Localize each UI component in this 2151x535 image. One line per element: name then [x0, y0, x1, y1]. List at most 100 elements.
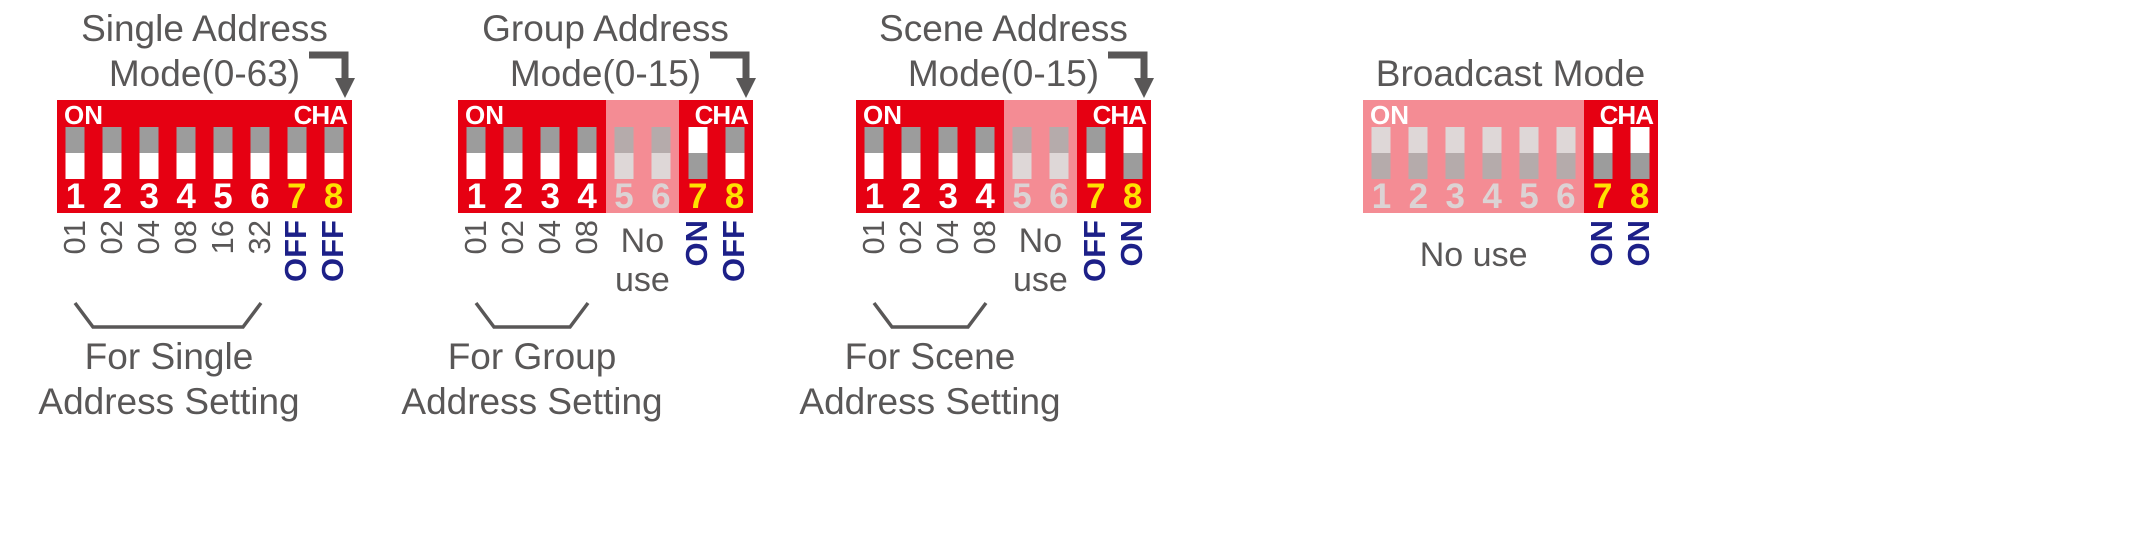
arrow-to-cha-icon — [1108, 51, 1154, 98]
caption-line: For Group — [447, 336, 617, 377]
switch-track — [614, 127, 634, 179]
switch-number-label: 4 — [1482, 177, 1502, 216]
no-use-label-line: No — [620, 222, 665, 260]
channel-7-state-label-text: OFF — [1077, 220, 1113, 282]
binary-weight-label: 08 — [168, 220, 205, 300]
switch-track — [938, 127, 958, 179]
binary-weight-label-text: 02 — [94, 220, 130, 255]
dip-switch-7: 7 — [679, 100, 716, 214]
switch-track — [213, 127, 233, 179]
channel-8-state-label-text: OFF — [315, 220, 351, 282]
switch-track — [324, 127, 344, 179]
dip-switch-7: 7 — [278, 100, 315, 214]
switch-handle — [1086, 153, 1106, 179]
grouping-bracket — [872, 301, 988, 329]
panel-title-line: Mode(0-15) — [907, 53, 1100, 94]
channel-8-state-label: OFF — [716, 220, 753, 300]
binary-weight-label: 01 — [57, 220, 94, 300]
binary-weight-label: 16 — [205, 220, 242, 300]
arrow-to-cha-icon — [710, 51, 756, 98]
channel-7-state-label: ON — [679, 220, 716, 300]
dip-switch-2: 2 — [495, 100, 532, 214]
switch-number-label: 6 — [651, 177, 671, 216]
switch-number-label: 3 — [1445, 177, 1465, 216]
switch-track — [688, 127, 708, 179]
grouping-bracket — [73, 301, 263, 329]
switch-handle — [213, 153, 233, 179]
panel-title-line: Single Address — [81, 8, 328, 49]
switch-number-label: 1 — [1371, 177, 1392, 216]
switch-number-label: 7 — [1592, 177, 1613, 216]
switch-number-label: 6 — [1049, 177, 1069, 216]
switch-number-label: 8 — [323, 177, 344, 216]
panel-title: Scene Address Mode(0-15) — [786, 6, 1221, 96]
dip-switch-2: 2 — [94, 100, 131, 216]
panel-title-line: Broadcast Mode — [1375, 53, 1646, 94]
channel-7-state-label: OFF — [278, 220, 315, 300]
grouping-bracket — [474, 301, 590, 329]
dip-cha-label: CHA — [293, 100, 348, 130]
binary-weight-label-text: 01 — [57, 220, 93, 255]
switch-number-label: 3 — [139, 177, 159, 216]
dip-switch-1: 1 — [458, 100, 495, 214]
switch-number-label: 2 — [102, 177, 123, 216]
arrow-shaft — [309, 51, 349, 80]
dip-on-label: ON — [1370, 100, 1409, 130]
switch-handle — [975, 153, 995, 179]
arrow-head — [1134, 78, 1154, 98]
caption-line: For Single — [84, 336, 254, 377]
dip-on-label: ON — [465, 100, 504, 130]
dip-switch-4: 4 — [1474, 100, 1511, 216]
arrow-head — [736, 78, 756, 98]
switch-handle — [1519, 127, 1539, 153]
arrow-shaft — [1108, 51, 1148, 80]
dip-switch-7: 7 — [1077, 100, 1114, 216]
switch-handle — [540, 153, 560, 179]
switch-handle — [1408, 127, 1428, 153]
switch-handle — [1593, 127, 1613, 153]
switch-handle — [577, 153, 597, 179]
channel-7-state-label: OFF — [1077, 220, 1114, 300]
switch-handle — [466, 153, 486, 179]
dip-switch-8: 8 — [716, 100, 753, 214]
switch-number-label: 2 — [901, 177, 922, 216]
dip-switch-6: 6 — [1040, 100, 1077, 216]
dip-switch-8: 8 — [1621, 100, 1658, 214]
switch-number-label: 7 — [1085, 177, 1106, 216]
switch-number-label: 6 — [250, 177, 270, 216]
dip-cha-label: CHA — [1092, 100, 1147, 130]
dip-switch-3: 3 — [1437, 100, 1474, 216]
binary-weight-label: 02 — [94, 220, 131, 300]
dip-switch-5: 5 — [606, 100, 643, 214]
dip-switch-1: 1 — [1363, 100, 1400, 216]
bracket-shape — [73, 301, 263, 329]
switch-track — [725, 127, 745, 179]
bracket-shape — [872, 301, 988, 329]
no-use-label-line: No — [1018, 222, 1063, 260]
dip-switch-4: 4 — [967, 100, 1004, 214]
switch-number-label: 6 — [1556, 177, 1576, 216]
binary-weight-label: 04 — [131, 220, 168, 300]
bracket-caption: For Group Address Setting — [362, 334, 702, 424]
dip-on-label: ON — [64, 100, 103, 130]
switch-track — [176, 127, 196, 179]
switch-track — [1556, 127, 1576, 179]
switch-handle — [938, 153, 958, 179]
switch-number-label: 1 — [65, 177, 86, 216]
switch-track — [1049, 127, 1069, 179]
binary-weight-label-text: 04 — [929, 220, 965, 255]
channel-8-state-label-text: ON — [1114, 220, 1150, 267]
panel-title: Group Address Mode(0-15) — [388, 6, 823, 96]
switch-track — [466, 127, 486, 179]
switch-number-label: 4 — [176, 177, 196, 216]
switch-track — [102, 127, 122, 179]
dip-switch-7: 7 — [1584, 100, 1621, 216]
panel-title-line: Mode(0-63) — [108, 53, 301, 94]
dip-switch-2: 2 — [893, 100, 930, 216]
